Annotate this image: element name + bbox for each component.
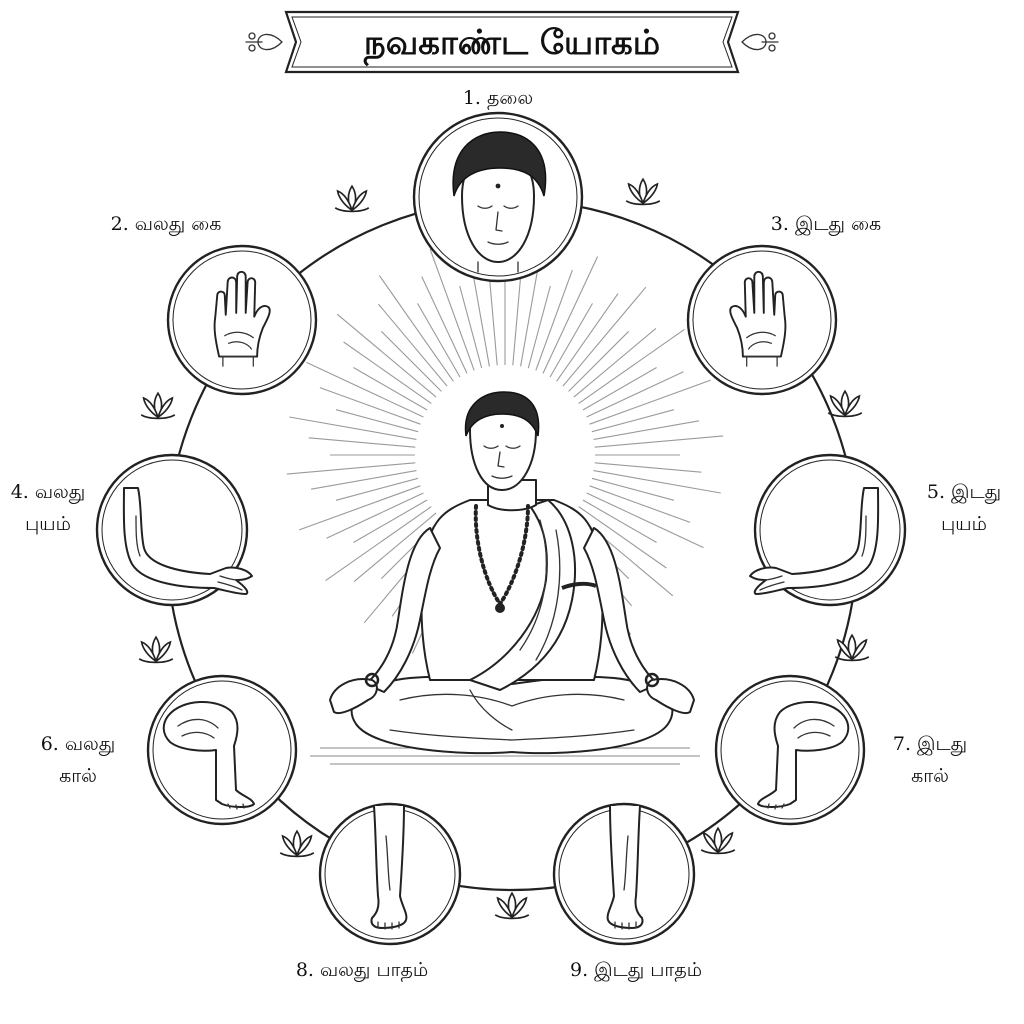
halo-ray <box>381 331 441 391</box>
lotus-icon <box>701 828 735 853</box>
lotus-icon <box>139 637 173 662</box>
halo-ray <box>336 478 418 500</box>
medallion-left-foot <box>554 804 694 944</box>
halo-ray <box>528 286 550 368</box>
label-left-leg-line1: 7. இடது <box>893 733 967 756</box>
halo-ray <box>543 257 598 374</box>
medallion-head <box>414 113 582 281</box>
right-flourish-icon <box>742 33 778 51</box>
halo-ray <box>592 478 674 500</box>
meditating-figure <box>310 392 700 764</box>
halo-ray <box>309 438 416 447</box>
halo-ray <box>460 286 482 368</box>
lotus-icon <box>495 893 529 918</box>
halo-ray <box>311 471 416 490</box>
medallion-right-hand <box>168 246 316 394</box>
label-left-leg-line2: கால் <box>911 765 949 787</box>
medallion-left-arm <box>750 455 905 605</box>
halo-ray <box>594 471 721 493</box>
halo-ray <box>594 421 699 440</box>
halo-ray <box>595 436 724 447</box>
lotus-icon <box>280 831 314 856</box>
lotus-icon <box>626 179 660 204</box>
medallion-right-arm <box>97 455 252 605</box>
lotus-icon <box>335 186 369 211</box>
label-left-arm-line2: புயம் <box>941 513 987 535</box>
medallion-left-hand <box>688 246 836 394</box>
medallion-right-foot <box>320 804 460 944</box>
halo-ray <box>579 329 685 403</box>
label-left-hand: 3. இடது கை <box>771 213 881 236</box>
halo-ray <box>289 417 416 439</box>
lotus-icon <box>828 391 862 416</box>
halo-ray <box>379 276 453 382</box>
left-flourish-icon <box>246 33 282 51</box>
halo-ray <box>287 463 416 474</box>
label-right-hand: 2. வலது கை <box>111 213 222 236</box>
halo-ray <box>595 463 702 472</box>
medallion-right-leg <box>148 676 296 824</box>
label-right-leg-line1: 6. வலது <box>41 733 116 756</box>
halo-ray <box>327 493 424 538</box>
label-right-arm-line1: 4. வலது <box>11 481 86 504</box>
title-banner: நவகாண்ட யோகம் <box>246 12 778 72</box>
halo-ray <box>307 362 424 417</box>
lotus-icon <box>141 393 175 418</box>
halo-ray <box>569 331 629 391</box>
medallion-left-leg <box>716 676 864 824</box>
label-right-leg-line2: கால் <box>59 765 97 787</box>
foot-icon <box>371 806 406 929</box>
label-head: 1. தலை <box>463 87 533 110</box>
label-right-foot: 8. வலது பாதம் <box>296 959 428 982</box>
lotus-icon <box>835 635 869 660</box>
diagram-title: நவகாண்ட யோகம் <box>363 23 660 66</box>
halo-ray <box>592 410 674 432</box>
halo-ray <box>422 277 467 374</box>
label-left-foot: 9. இடது பாதம் <box>570 959 702 982</box>
label-left-arm-line1: 5. இடது <box>927 481 1001 504</box>
foot-icon <box>608 806 643 929</box>
halo-ray <box>587 372 684 417</box>
label-right-arm-line2: புயம் <box>25 513 71 535</box>
halo-ray <box>336 410 418 432</box>
